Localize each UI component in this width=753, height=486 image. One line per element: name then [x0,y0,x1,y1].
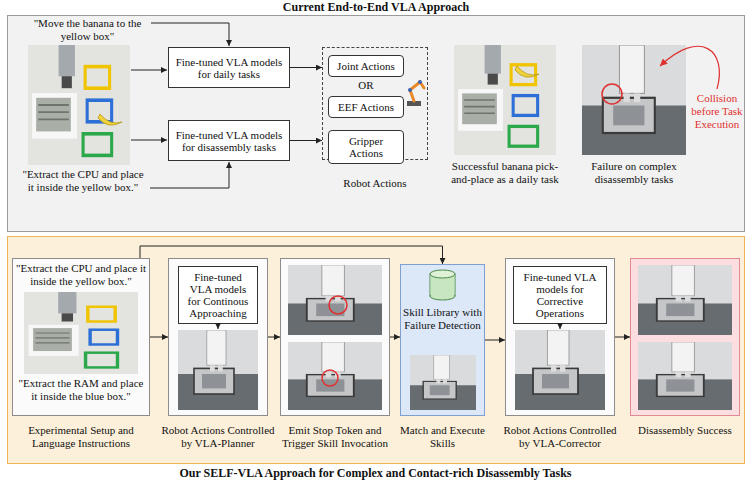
action-group: Robot ActionsJoint ActionsEEF ActionsGri… [322,47,428,160]
input-arrow [131,140,167,141]
highlight-mark [329,296,347,314]
connector-arrow [150,337,168,338]
box-text: Gripper Actions [332,135,400,159]
box-text: Fine-tuned VLA models for Corrective Ope… [517,271,603,319]
annotation-label-slot: Successful banana pick-and-place as a da… [445,160,565,186]
model-box: Fine-tuned VLA models for Continous Appr… [178,266,258,324]
box-text: Fine-tuned VLA models for daily tasks [172,56,286,80]
annotation-label: Successful banana pick-and-place as a da… [445,160,565,186]
node-text: Robot Actions Controlled by VLA-Planner [160,424,276,450]
photo [582,45,686,155]
photo [515,330,605,410]
connector-arrow [268,337,280,338]
robot-arm-icon [407,80,424,106]
input-arrow [151,23,229,46]
box-text: EEF Actions [338,101,394,113]
photo [638,342,732,410]
stage-panel: "Extract the CPU and place it inside the… [12,258,150,416]
skill-library-panel: Skill Library with Failure DetectionMatc… [400,264,485,416]
annotation-label: Collision before Task Execution [688,92,746,131]
annotation-label-slot: Failure on complex disassembly tasks [575,160,693,186]
stage-panel: Robot Actions Controlled by VLA-Correcto… [505,258,615,416]
action-box: Joint Actions [328,55,404,77]
section-panel: Our SELF-VLA Approach for Complex and Co… [7,236,745,464]
section-heading: Current End-to-End VLA Approach [8,1,744,14]
annotation-label-slot: Collision before Task Execution [688,92,746,131]
box-text: Fine-tuned VLA models for disassembly ta… [172,129,286,153]
photo [24,292,138,374]
photo [178,330,258,410]
annotation-label: Failure on complex disassembly tasks [575,160,693,186]
node-text: "Extract the CPU and place it inside the… [15,262,147,288]
node-text: Experimental Setup and Language Instruct… [8,424,154,450]
connector-arrow [390,337,400,338]
node-text-slot: Emit Stop Token and Trigger Skill Invoca… [275,424,395,450]
node-text-slot: Robot Actions [312,177,438,190]
success-panel: Disassembly Success [630,258,740,416]
node-text: Robot Actions [312,177,438,190]
connector-arrow [290,67,322,68]
banana [98,114,122,125]
node-text-slot: "Extract the CPU and place it inside the… [15,262,147,288]
photo [638,265,732,335]
banana [515,66,539,77]
node-text-slot: Skill Library with Failure Detection [402,306,483,332]
node-text-slot: Robot Actions Controlled by VLA-Correcto… [500,424,620,450]
node-text-slot: Match and Execute Skills [390,424,495,450]
annotation-label-slot: "Extract the CPU and place it inside the… [18,168,148,194]
node-text: Match and Execute Skills [390,424,495,450]
node-text: Skill Library with Failure Detection [402,306,483,332]
node-text-slot: Disassembly Success [630,424,740,437]
box-text: Joint Actions [337,60,395,72]
annotation-label-slot: "Move the banana to the yellow box" [25,17,150,43]
annotation-label: OR [346,79,386,92]
node-text: Robot Actions Controlled by VLA-Correcto… [500,424,620,450]
stage-panel: Emit Stop Token and Trigger Skill Invoca… [280,258,390,416]
input-arrow [150,162,229,188]
highlight-mark [322,370,338,386]
node-text-slot: Experimental Setup and Language Instruct… [8,424,154,450]
photo [288,265,382,335]
flow-arrow [560,323,561,329]
collision-mark [602,84,622,104]
action-box: Gripper Actions [328,130,404,164]
node-text-slot: "Extract the RAM and place it inside the… [15,377,147,403]
node-text-slot: Robot Actions Controlled by VLA-Planner [160,424,276,450]
process-box: Fine-tuned VLA models for daily tasks [168,47,290,88]
node-text: Emit Stop Token and Trigger Skill Invoca… [275,424,395,450]
node-text: "Extract the RAM and place it inside the… [15,377,147,403]
annotation-label-slot: OR [346,79,386,92]
photo [288,342,382,410]
process-box: Fine-tuned VLA models for disassembly ta… [168,120,290,161]
flow-arrow [218,323,219,329]
photo [28,45,130,165]
photo [410,355,476,410]
section-panel: Current End-to-End VLA ApproachFine-tune… [7,15,745,232]
annotation-label: "Move the banana to the yellow box" [25,17,150,43]
annotation-label: "Extract the CPU and place it inside the… [18,168,148,194]
connector-arrow [290,140,322,141]
connector-arrow [485,340,505,341]
stage-panel: Robot Actions Controlled by VLA-PlannerF… [168,258,268,416]
photo [454,45,556,155]
box-text: Fine-tuned VLA models for Continous Appr… [182,271,254,319]
node-text: Disassembly Success [630,424,740,437]
input-arrow [131,70,167,71]
callout-arrow [660,46,719,89]
connector-arrow [615,337,630,338]
model-box: Fine-tuned VLA models for Corrective Ope… [513,266,607,324]
database-icon [430,270,455,300]
connector-arrow [140,246,443,264]
section-heading-slot: Our SELF-VLA Approach for Complex and Co… [8,467,743,480]
section-heading-slot: Current End-to-End VLA Approach [8,1,744,14]
action-box: EEF Actions [328,96,404,118]
section-heading: Our SELF-VLA Approach for Complex and Co… [8,467,743,480]
